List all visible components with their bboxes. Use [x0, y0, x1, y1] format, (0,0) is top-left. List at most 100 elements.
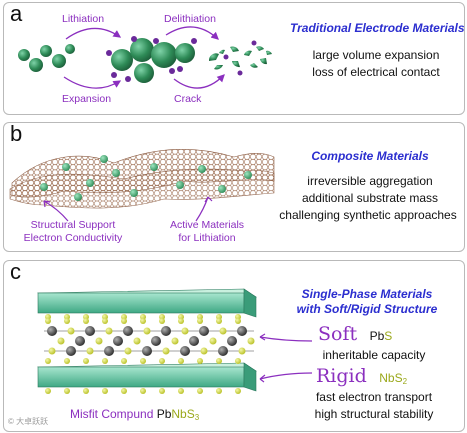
top-nbs2-layer — [37, 288, 257, 318]
expansion-label: Expansion — [62, 93, 112, 105]
s-atom — [64, 388, 70, 394]
s-atom — [178, 358, 184, 364]
s-atom — [121, 318, 127, 324]
s-atom — [171, 337, 179, 345]
s-atom — [140, 358, 146, 364]
s-atom — [181, 327, 189, 335]
panel-a-label: a — [10, 2, 23, 26]
s-atom — [124, 347, 132, 355]
panel-c-title-1: Single-Phase Materials — [301, 287, 433, 301]
s-atom — [45, 388, 51, 394]
panel-a-desc-1: large volume expansion — [312, 48, 440, 62]
soft-formula: PbS — [369, 329, 393, 343]
s-atom — [45, 318, 51, 324]
pb-atom — [142, 346, 152, 356]
s-atom — [86, 347, 94, 355]
delithiation-label: Delithiation — [164, 13, 216, 25]
s-atom — [197, 318, 203, 324]
s-atom — [140, 318, 146, 324]
s-atom — [159, 318, 165, 324]
s-atom — [178, 388, 184, 394]
rigid-heading: Rigid NbS2 — [316, 365, 407, 387]
crack-label: Crack — [174, 93, 202, 105]
panel-c-label: c — [10, 260, 21, 284]
process-arrows — [63, 26, 225, 89]
soft-desc: inheritable capacity — [322, 348, 426, 362]
s-atom — [159, 388, 165, 394]
pb-atom — [123, 326, 133, 336]
rigid-desc-2: high structural stability — [314, 407, 434, 421]
pb-atom — [151, 336, 161, 346]
s-atom — [64, 318, 70, 324]
graphene-composite-illustration — [9, 148, 275, 222]
pb-atom — [75, 336, 85, 346]
s-atom — [200, 347, 208, 355]
pb-atom — [237, 326, 247, 336]
s-atom — [95, 337, 103, 345]
pb-atom — [227, 336, 237, 346]
pb-atom — [180, 346, 190, 356]
panel-b: b — [3, 122, 465, 252]
panel-b-desc-2: additional substrate mass — [301, 191, 439, 205]
s-atom — [83, 388, 89, 394]
support-label-2: Electron Conductivity — [23, 232, 123, 244]
s-atom — [102, 358, 108, 364]
soft-label: Soft — [318, 323, 358, 345]
panel-c: c — [3, 260, 465, 432]
layer-arrows — [259, 333, 313, 383]
rigid-label: Rigid — [316, 365, 367, 387]
s-atom — [133, 337, 141, 345]
s-atom — [247, 337, 255, 345]
particle-illustration — [18, 26, 272, 89]
s-atom — [216, 388, 222, 394]
cracked-particles — [208, 40, 272, 76]
bottom-nbs2-layer — [37, 362, 257, 392]
pb-atom — [85, 326, 95, 336]
pb-atom — [104, 346, 114, 356]
slab-sulfur-atoms — [45, 314, 241, 394]
s-atom — [178, 318, 184, 324]
panel-b-desc-3: challenging synthetic approaches — [279, 208, 457, 222]
pbs-atoms — [47, 326, 255, 356]
s-atom — [64, 358, 70, 364]
s-atom — [219, 327, 227, 335]
s-atom — [83, 358, 89, 364]
s-atom — [162, 347, 170, 355]
s-atom — [102, 318, 108, 324]
misfit-structure-illustration — [37, 288, 313, 394]
pb-atom — [218, 346, 228, 356]
s-atom — [102, 388, 108, 394]
s-atom — [216, 358, 222, 364]
s-atom — [197, 388, 203, 394]
pb-atom — [189, 336, 199, 346]
active-particles — [40, 155, 252, 201]
s-atom — [209, 337, 217, 345]
lithiation-label: Lithiation — [62, 13, 105, 25]
s-atom — [57, 337, 65, 345]
s-atom — [105, 327, 113, 335]
panel-a-title: Traditional Electrode Materials — [290, 21, 465, 35]
expanded-particles — [106, 36, 197, 83]
s-atom — [235, 388, 241, 394]
watermark: © 大卓跃跃 — [8, 417, 49, 426]
rigid-formula: NbS2 — [379, 371, 408, 386]
s-atom — [140, 388, 146, 394]
panel-b-label: b — [10, 122, 23, 146]
support-label-1: Structural Support — [30, 219, 116, 231]
s-atom — [143, 327, 151, 335]
s-atom — [121, 358, 127, 364]
panel-b-desc-1: irreversible aggregation — [307, 174, 433, 188]
panel-b-title: Composite Materials — [311, 149, 429, 163]
pb-atom — [199, 326, 209, 336]
s-atom — [238, 347, 246, 355]
misfit-caption: Misfit Compund PbNbS3 — [70, 407, 200, 422]
s-atom — [197, 358, 203, 364]
s-atom — [45, 358, 51, 364]
pristine-particles — [18, 44, 75, 72]
s-atom — [121, 388, 127, 394]
panel-c-title-2: with Soft/Rigid Structure — [296, 302, 438, 316]
panel-a-desc-2: loss of electrical contact — [312, 65, 440, 79]
s-atom — [159, 358, 165, 364]
s-atom — [83, 318, 89, 324]
active-label-2: for Lithiation — [178, 232, 236, 244]
